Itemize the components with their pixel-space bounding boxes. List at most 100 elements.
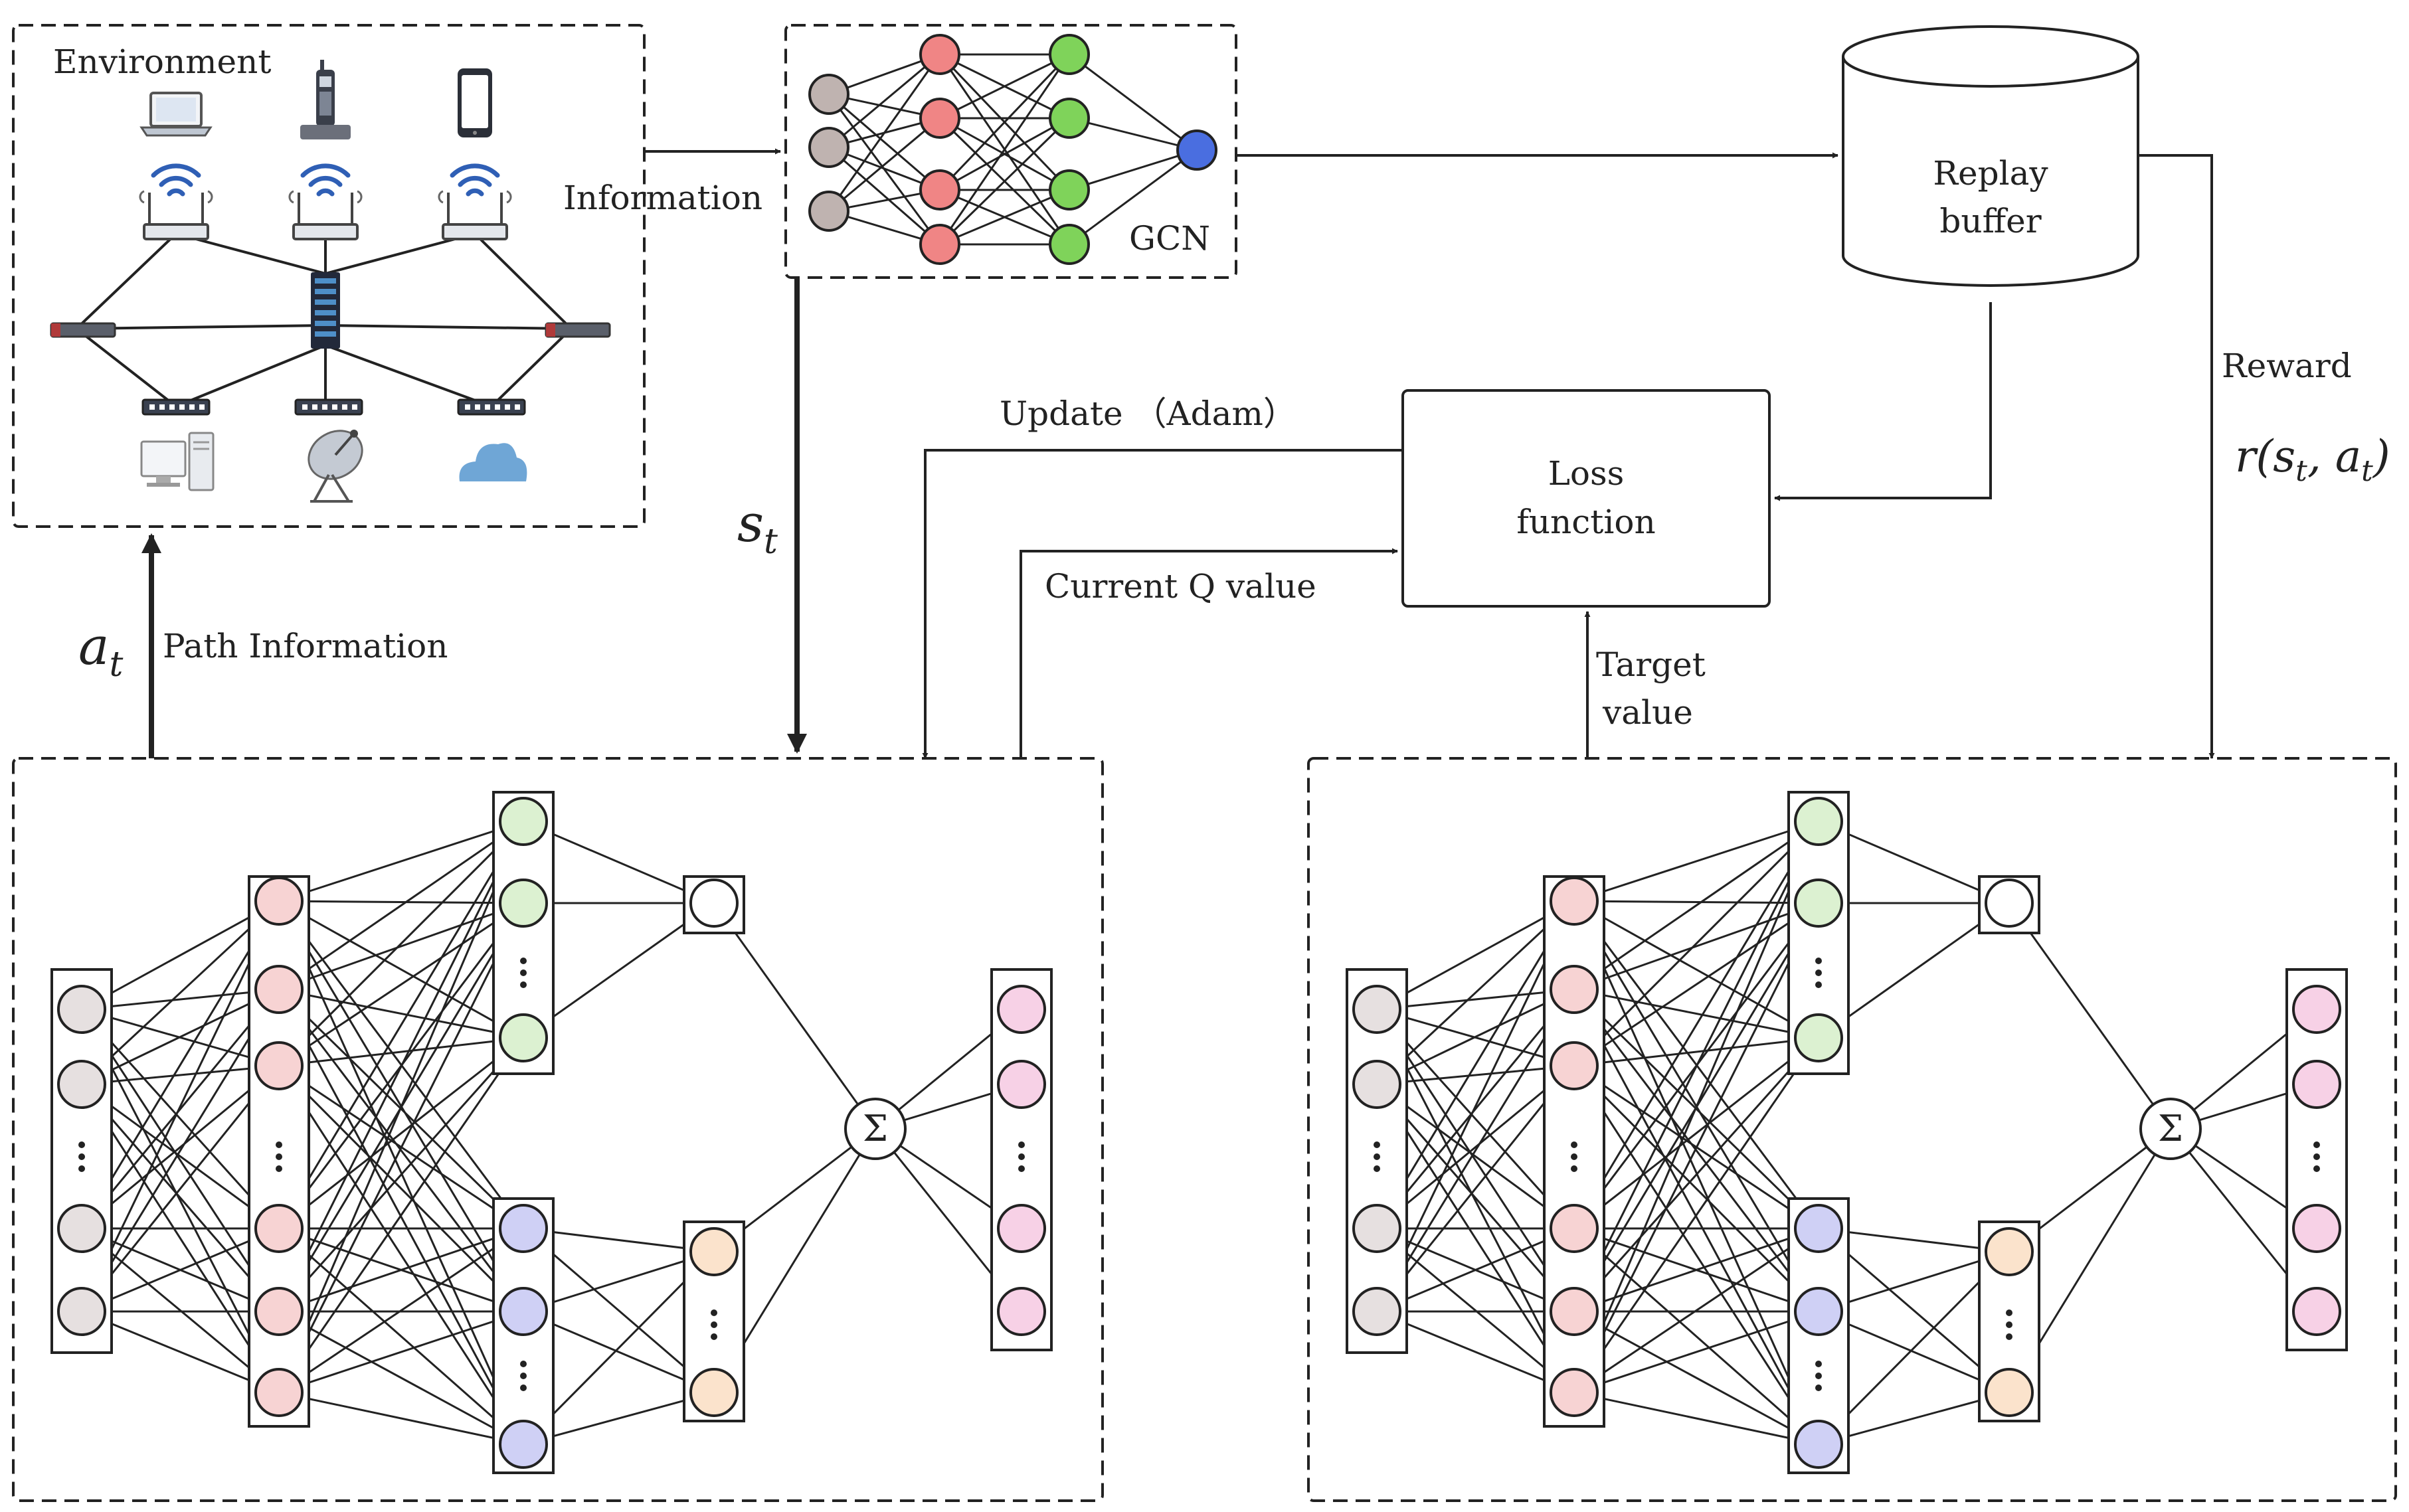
neuron-node [499, 1287, 548, 1336]
network-edge [278, 1310, 524, 1446]
network-edge [1818, 1391, 2010, 1446]
neuron-node [254, 1204, 304, 1253]
ellipsis-dot [78, 1141, 85, 1148]
neuron-node [1794, 1013, 1843, 1062]
neuron-node [57, 1060, 106, 1109]
ellipsis-dot [711, 1309, 717, 1316]
ellipsis-dot [1374, 1165, 1380, 1172]
network-edge [523, 1391, 715, 1446]
network-edge [1376, 989, 1575, 1312]
gcn-edge [939, 189, 1070, 246]
action-symbol: at [78, 617, 124, 685]
environment-box [12, 24, 646, 528]
ellipsis-dot [1571, 1165, 1577, 1172]
gcn-edge [938, 54, 1071, 245]
network-edge [1376, 1009, 1575, 1312]
switch-icon-bottom-2 [294, 398, 363, 416]
neuron-node [254, 1287, 304, 1336]
network-edge [80, 989, 280, 1229]
network-edge [1573, 900, 1820, 1445]
network-edge [81, 988, 280, 1011]
network-edge [1573, 1065, 1820, 1445]
neuron-node [1550, 1368, 1599, 1417]
ellipsis-dot [1815, 1385, 1822, 1391]
ellipsis-dot [1374, 1141, 1380, 1148]
smartphone-icon [458, 68, 492, 137]
neuron-node [499, 1420, 548, 1469]
neuron-node [1985, 1227, 2034, 1276]
neuron-node [1794, 1204, 1843, 1253]
network-edge [81, 988, 280, 1086]
network-edge [1818, 820, 2010, 904]
replay-buffer-label-2: buffer [1939, 202, 2041, 240]
ellipsis-dot [2313, 1141, 2320, 1148]
gcn-node [808, 74, 849, 115]
network-edge [278, 1037, 524, 1230]
gcn-edge [938, 117, 1071, 246]
network-edge [81, 1064, 280, 1086]
network-edge [278, 988, 525, 1230]
ellipsis-dot [520, 958, 527, 964]
loss-label-1: Loss [1548, 454, 1625, 493]
current-q-arrow [1020, 548, 1398, 758]
network-edge [1573, 1227, 1819, 1394]
neuron-node [1794, 879, 1843, 928]
gcn-node [1049, 34, 1090, 75]
gcn-edge [1069, 53, 1198, 151]
network-edge [1376, 1064, 1575, 1230]
buffer-to-loss-arrow [1774, 302, 1992, 501]
ellipsis-dot [1018, 1153, 1025, 1160]
network-edge [1376, 900, 1575, 1086]
network-edge [1573, 820, 1819, 902]
gcn-edge [939, 117, 1070, 191]
gcn-panel: GCN [784, 24, 1237, 279]
gcn-node [808, 191, 849, 232]
network-nodes: Σ [57, 797, 1046, 1469]
network-edge [278, 989, 525, 1445]
network-edge [1818, 1227, 2010, 1394]
layer-box [248, 875, 310, 1428]
network-edge [278, 1227, 524, 1394]
network-edge [80, 989, 280, 1312]
network-edge [523, 1227, 715, 1394]
gcn-node [808, 127, 849, 168]
neuron-node [1550, 1041, 1599, 1090]
network-edge [80, 900, 280, 1229]
ellipsis-dot [1815, 981, 1822, 988]
gcn-edge [1069, 149, 1198, 246]
replay-buffer: Replay buffer [1842, 25, 2139, 287]
network-edge [1573, 820, 1819, 991]
gcn-edge [828, 54, 941, 212]
reward-function-symbol: r(st, at) [2235, 431, 2390, 488]
neuron-node [997, 1287, 1046, 1336]
information-label: Information [563, 179, 762, 217]
network-edge [1573, 1391, 1819, 1446]
network-edge [80, 1009, 280, 1312]
network-edge [278, 1037, 524, 1067]
neuron-node [689, 1227, 739, 1276]
neuron-node [689, 879, 739, 928]
server-rack-icon [311, 272, 340, 349]
neuron-node [2292, 1204, 2341, 1253]
gcn-node [919, 169, 960, 210]
switch-icon-left [50, 322, 116, 338]
network-edge [1376, 1084, 1575, 1312]
environment-label: Environment [53, 42, 271, 81]
network-edge [278, 900, 524, 904]
cordless-phone-icon [300, 60, 351, 139]
gcn-edge [938, 53, 1071, 191]
gcn-edge [1069, 149, 1198, 191]
network-edge [1573, 900, 1820, 1229]
target-value-label-1: Target [1596, 645, 1706, 684]
neuron-node [689, 1368, 739, 1417]
gcn-edge [1069, 117, 1198, 151]
gcn-node [1049, 98, 1090, 139]
network-edge [1376, 900, 1575, 1312]
network-edge [278, 1391, 524, 1446]
network-edge [278, 900, 524, 1039]
current-network-box [12, 757, 1104, 1502]
ellipsis-dot [520, 1385, 527, 1391]
network-edge [80, 1084, 280, 1312]
gcn-node [919, 224, 960, 265]
network-edge [80, 900, 280, 1086]
